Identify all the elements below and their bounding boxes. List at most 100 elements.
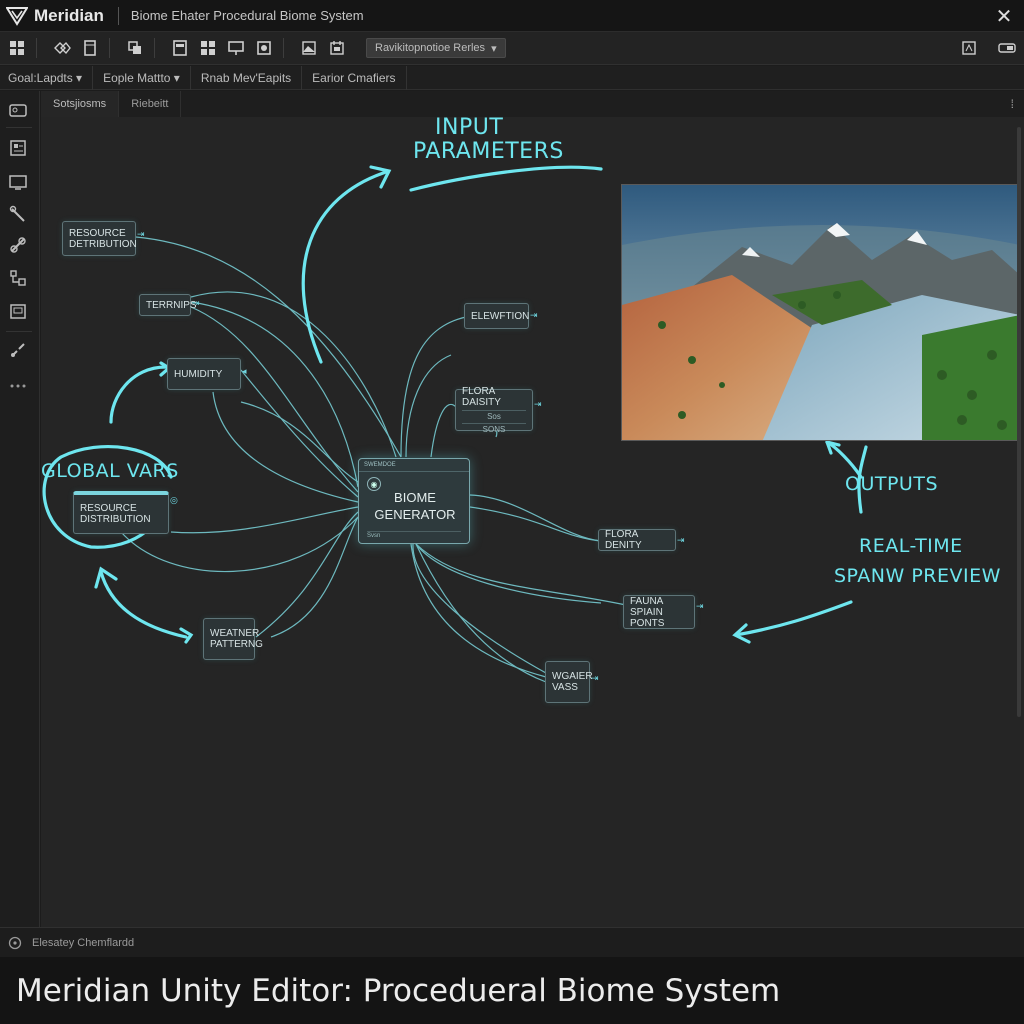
left-sidebar: [0, 91, 40, 927]
fauna-spiain-ponts-node[interactable]: FAUNA SPIAIN PONTS: [623, 595, 695, 629]
menu-item-people[interactable]: Eople Mattto ▾: [93, 65, 191, 90]
caption-text: Meridian Unity Editor: Procedueral Biome…: [0, 957, 1024, 1024]
weather-patterng-node[interactable]: WEATNER PATTERNG: [203, 618, 263, 660]
meridian-logo-icon: [6, 6, 28, 26]
annotation-input-parameters: INPUT: [435, 117, 503, 140]
tiles-icon[interactable]: [197, 37, 219, 59]
node-title-line2: GENERATOR: [374, 507, 456, 522]
status-text: Elesatey Chemflardd: [32, 936, 135, 949]
annotation-global-vars: GLOBAL VARS: [41, 460, 179, 482]
monitor-icon[interactable]: [225, 37, 247, 59]
annotation-input-parameters-line2: PARAMETERS: [413, 139, 564, 164]
node-footer: Svsn: [367, 531, 461, 539]
link-icon[interactable]: [7, 203, 29, 225]
biome-generator-node[interactable]: SWEMDOE ◉ BIOME GENERATOR Svsn: [358, 458, 470, 544]
tab-riebeitt[interactable]: Riebeitt: [119, 91, 182, 117]
terrain-preview-viewport[interactable]: [621, 184, 1019, 441]
hierarchy-icon[interactable]: [7, 267, 29, 289]
humidity-node[interactable]: HUMIDITY: [167, 358, 241, 390]
title-bar: Meridian Biome Ehater Procedural Biome S…: [0, 0, 1024, 32]
biome-generator-title: BIOME GENERATOR: [359, 489, 471, 523]
output-port-icon[interactable]: ◂: [242, 366, 247, 376]
brush-icon[interactable]: [7, 339, 29, 361]
inspector-icon[interactable]: [7, 137, 29, 159]
document-icon[interactable]: [79, 37, 101, 59]
elewftion-node[interactable]: ELEWFTION: [464, 303, 529, 329]
toolbar-divider: [36, 38, 37, 58]
annotation-line: INPUT: [435, 117, 504, 140]
node-title-line1: BIOME: [394, 490, 436, 505]
connection-lines: [42, 165, 868, 683]
toolbar-divider: [154, 38, 155, 58]
toolbar-right-group: [952, 37, 1018, 59]
shield-icon[interactable]: [253, 37, 275, 59]
node-label: FAUNA SPIAIN PONTS: [630, 595, 665, 629]
menu-item-goal[interactable]: Goal:Lapdts ▾: [0, 65, 94, 90]
node-label: RESOURCE DISTRIBUTION: [80, 503, 151, 525]
node-header: SWEMDOE: [359, 459, 469, 472]
profile-dropdown-label: Ravikitopnotioe Rerles: [375, 42, 486, 54]
flora-denity-node[interactable]: FLORA DENITY: [598, 529, 676, 551]
node-label: FLORA DAISITY: [462, 386, 501, 408]
export-icon[interactable]: [958, 37, 980, 59]
annotation-outputs: OUTPUTS: [845, 473, 938, 495]
app-name: Meridian: [34, 5, 104, 25]
sidebar-divider: [6, 127, 32, 128]
status-bar: Elesatey Chemflardd: [0, 927, 1024, 957]
resource-distribution-node[interactable]: RESOURCE DISTRIBUTION: [73, 491, 169, 534]
node-label: WEATNER PATTERNG: [210, 628, 263, 650]
node-label: WGAIER VASS: [552, 671, 593, 693]
paint-icon[interactable]: [326, 37, 348, 59]
tab-menu-icon[interactable]: ⁞: [1010, 97, 1014, 111]
terrain-icon[interactable]: [298, 37, 320, 59]
panel-icon[interactable]: [169, 37, 191, 59]
resource-detribution-node[interactable]: RESOURCE DETRIBUTION: [62, 221, 137, 256]
annotation-spawn-preview: SPANW PREVIEW: [834, 565, 1001, 587]
folder-icon[interactable]: [7, 99, 29, 121]
output-port-icon[interactable]: ◎: [170, 495, 178, 505]
editor-tab-bar: Sotsjiosms Riebeitt ⁞: [41, 91, 1024, 117]
output-port-icon[interactable]: ⇥: [696, 601, 704, 611]
menu-bar: Goal:Lapdts ▾ Eople Mattto ▾ Rnab Mev'Ea…: [0, 65, 1024, 90]
tab-sotsjiosms[interactable]: Sotsjiosms: [41, 91, 120, 117]
grid-icon[interactable]: [6, 37, 28, 59]
profile-dropdown[interactable]: Ravikitopnotioe Rerles ▾: [366, 38, 506, 58]
output-port-icon[interactable]: ⇥: [591, 673, 599, 683]
node-label: ELEWFTION: [471, 310, 530, 322]
menu-item-earior[interactable]: Earior Cmafiers: [302, 65, 407, 90]
node-graph-canvas[interactable]: RESOURCE DETRIBUTION TERRNIPS HUMIDITY R…: [41, 117, 1024, 927]
output-port-icon[interactable]: ⇥: [530, 310, 538, 320]
node-label: HUMIDITY: [174, 368, 223, 380]
sidebar-divider: [6, 331, 32, 332]
wgaier-vass-node[interactable]: WGAIER VASS: [545, 661, 593, 703]
chevron-down-icon: ▾: [491, 42, 497, 55]
toolbar: Ravikitopnotioe Rerles ▾: [0, 32, 1024, 65]
flora-daisity-node[interactable]: FLORA DAISITY Sos SONS: [455, 386, 533, 434]
output-port-icon[interactable]: ⇥: [534, 399, 542, 409]
node-sub-label: SONS: [462, 423, 526, 434]
chain-icon[interactable]: [7, 234, 29, 256]
node-label: FLORA DENITY: [605, 529, 642, 551]
image-icon[interactable]: [7, 301, 29, 323]
info-icon: [8, 936, 22, 949]
title-separator: [117, 6, 119, 25]
toggle-icon[interactable]: [996, 37, 1018, 59]
more-icon[interactable]: [7, 375, 29, 397]
canvas-scrollbar[interactable]: [1017, 127, 1021, 717]
close-button[interactable]: ✕: [995, 5, 1013, 28]
terrain-preview-image: [622, 185, 1018, 440]
output-port-icon[interactable]: ⇥: [137, 229, 145, 239]
annotation-realtime: REAL-TIME: [859, 535, 963, 557]
gear-icon: ◉: [367, 477, 381, 491]
output-port-icon[interactable]: ⇥: [192, 298, 200, 308]
node-label: RESOURCE DETRIBUTION: [69, 227, 137, 250]
node-label: TERRNIPS: [146, 299, 197, 311]
node-graph-icon[interactable]: [51, 37, 73, 59]
layers-icon[interactable]: [124, 37, 146, 59]
node-sub-label: Sos: [462, 410, 526, 421]
menu-item-rnab[interactable]: Rnab Mev'Eapits: [191, 65, 303, 90]
viewport-icon[interactable]: [7, 171, 29, 193]
terrnips-node[interactable]: TERRNIPS: [139, 294, 197, 316]
document-title: Biome Ehater Procedural Biome System: [130, 8, 364, 23]
output-port-icon[interactable]: ⇥: [677, 535, 685, 545]
